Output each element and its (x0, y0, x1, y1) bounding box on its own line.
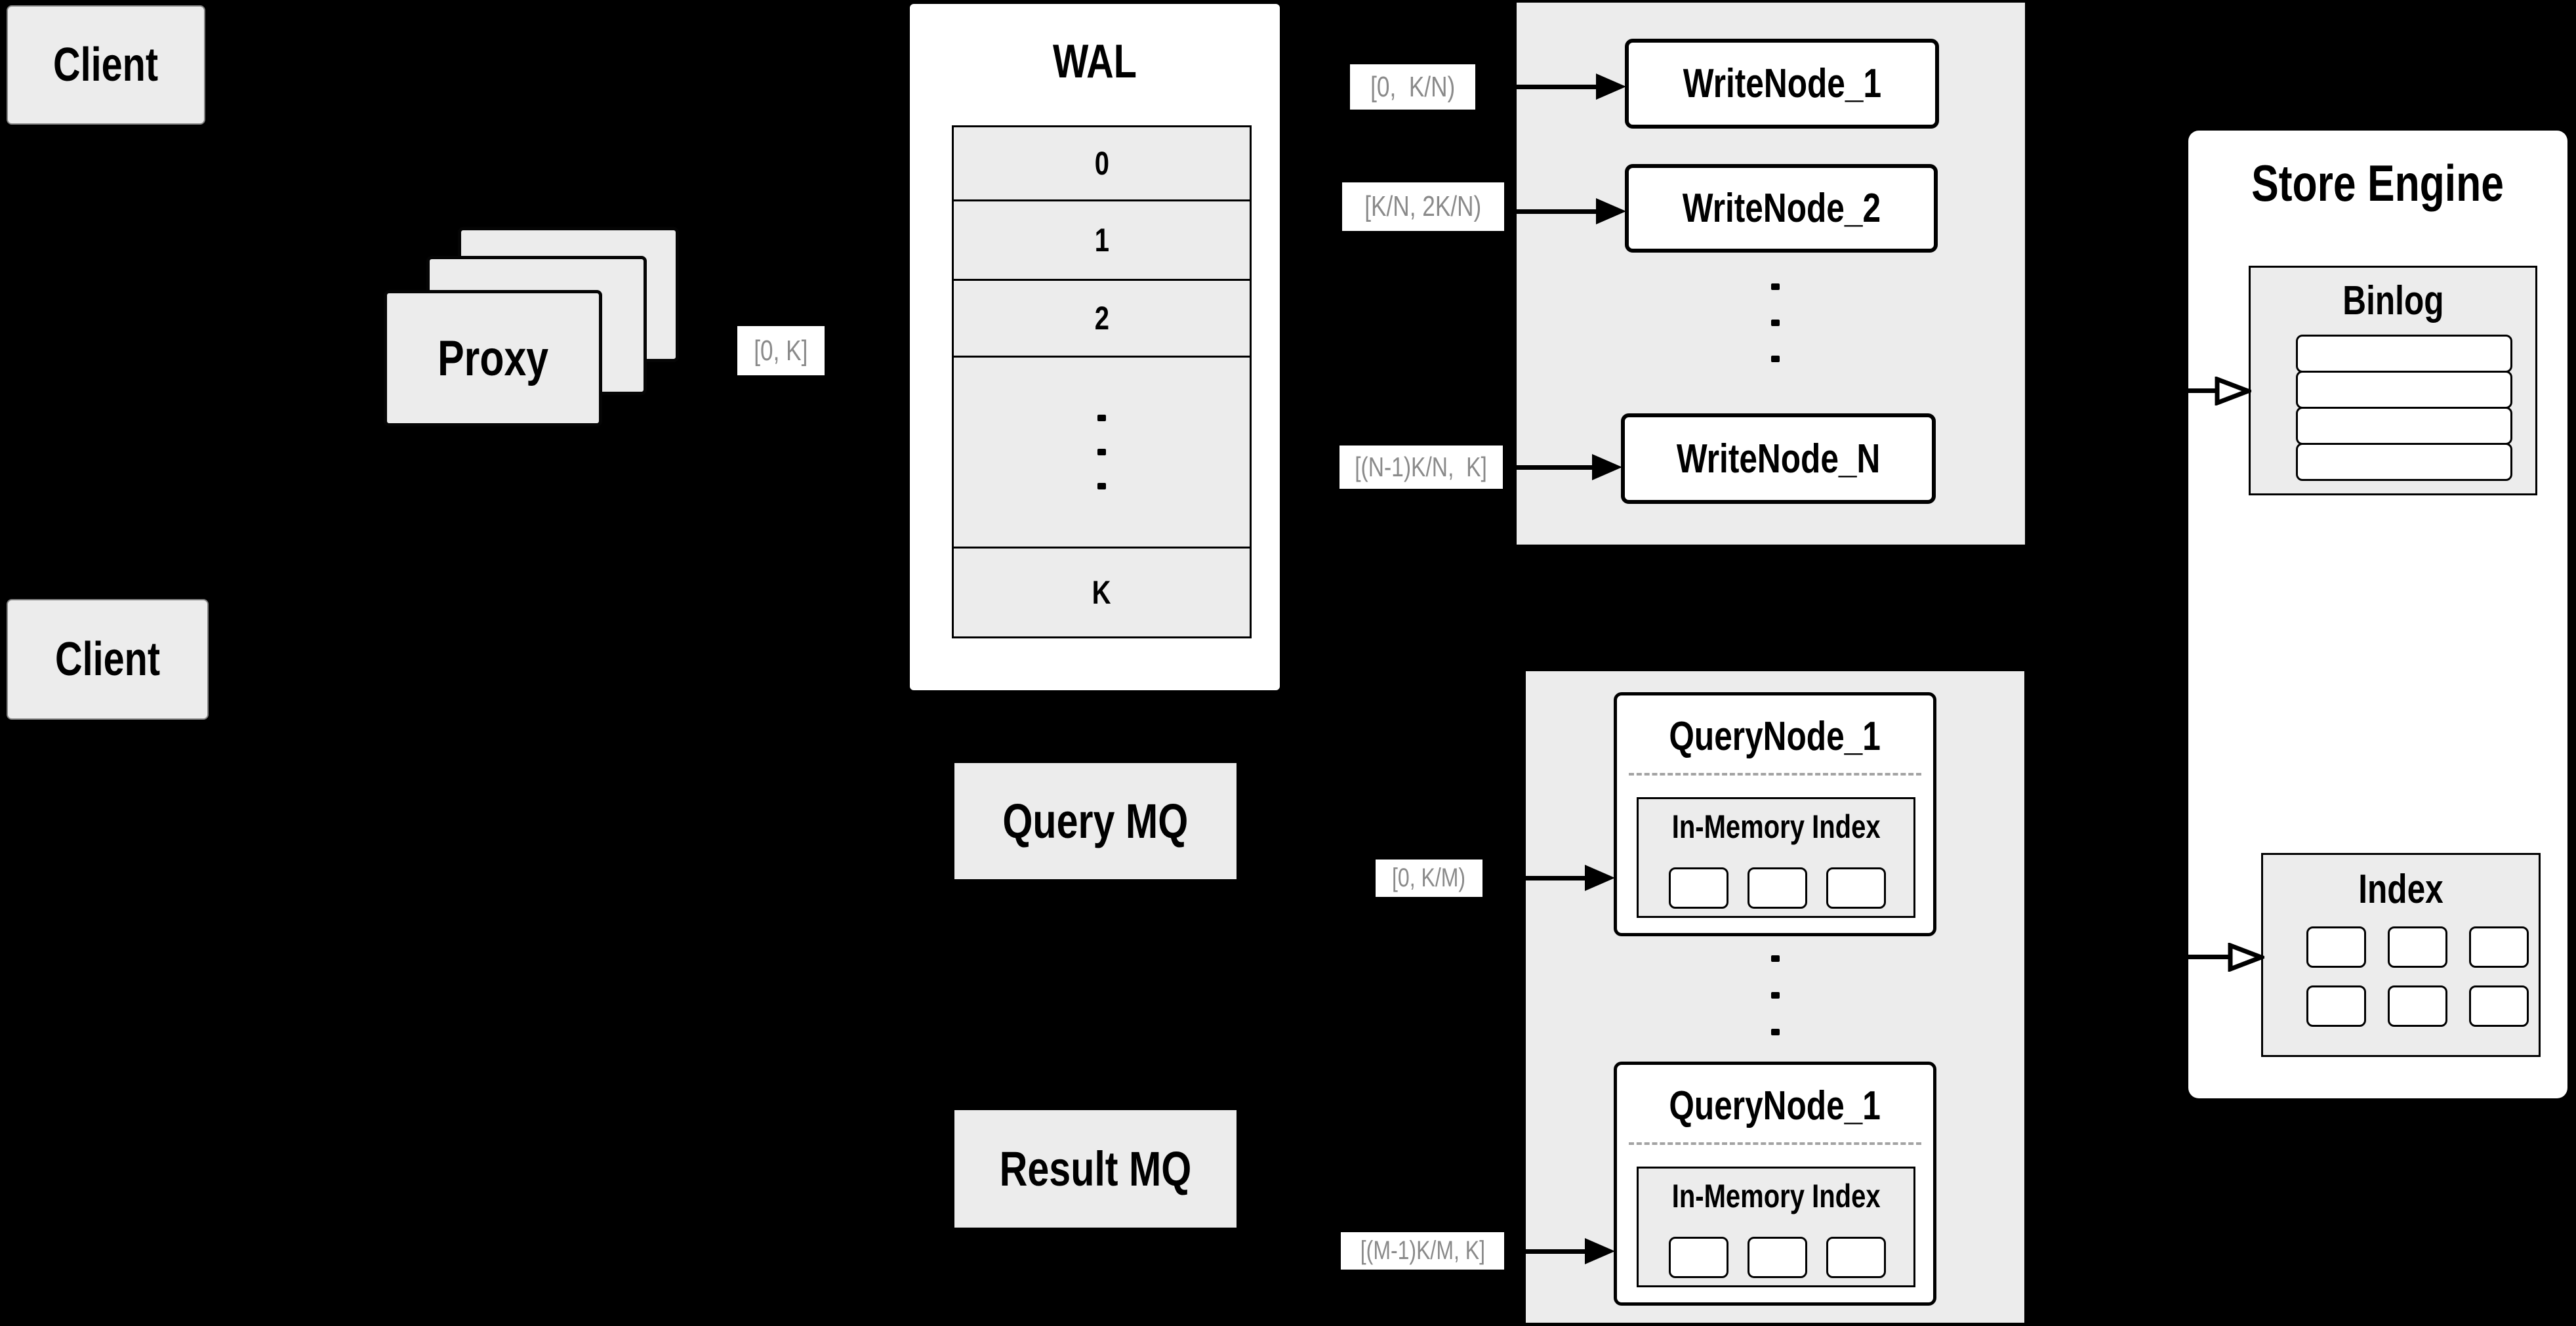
arrow-to-query-node-2 (1504, 1249, 1586, 1254)
write-node-ellipsis-dots (1771, 283, 1780, 362)
index-cells-row-2 (2306, 985, 2529, 1027)
query-node-1-title: QueryNode_1 (1669, 713, 1881, 759)
proxy-range-text: [0, K] (754, 334, 808, 367)
segment-cell (1748, 1237, 1807, 1278)
arrow-to-write-node-n (1503, 465, 1593, 470)
wal-row-ellipsis (954, 356, 1250, 547)
proxy-label: Proxy (437, 330, 548, 386)
index-cell (2306, 985, 2366, 1027)
client-bottom-label: Client (54, 633, 160, 686)
binlog-row (2296, 407, 2512, 445)
write-range-tag-3: [(N-1)K/N, K] (1339, 445, 1503, 489)
segment-cell (1669, 867, 1728, 909)
query-range-tag-2: [(M-1)K/M, K] (1341, 1232, 1504, 1270)
write-node-2-box: WriteNode_2 (1625, 164, 1938, 253)
binlog-title: Binlog (2342, 278, 2444, 323)
arrowhead-to-write-node-2 (1596, 198, 1626, 224)
query-node-1-box: QueryNode_1 In-Memory Index (1614, 692, 1936, 936)
hollow-arrowhead-binlog (2215, 377, 2251, 405)
in-memory-index-1-box: In-Memory Index (1637, 797, 1915, 918)
in-memory-index-2-title: In-Memory Index (1671, 1178, 1881, 1214)
write-range-tag-2: [K/N, 2K/N) (1342, 182, 1504, 231)
arrowhead-to-query-node-2 (1585, 1238, 1615, 1264)
client-top-label: Client (53, 39, 159, 91)
in-memory-index-2-box: In-Memory Index (1637, 1167, 1915, 1287)
query-node-ellipsis-dots (1771, 955, 1780, 1035)
query-range-tag-1: [0, K/M) (1376, 860, 1482, 897)
arrowhead-to-write-node-1 (1596, 73, 1626, 100)
index-cell (2388, 985, 2447, 1027)
arrowhead-to-query-node-1 (1585, 865, 1615, 891)
store-engine-panel: Store Engine Binlog Index (2188, 131, 2567, 1098)
wal-row-2: 2 (954, 279, 1250, 356)
index-cell (2306, 926, 2366, 968)
write-node-n-box: WriteNode_N (1621, 413, 1936, 504)
binlog-row (2296, 371, 2512, 409)
arrow-to-query-node-1 (1482, 876, 1586, 881)
segment-cell (1826, 867, 1886, 909)
arrow-to-binlog (2188, 388, 2217, 393)
wal-ellipsis-dots (1097, 415, 1106, 489)
wal-panel: WAL 0 1 2 K (910, 4, 1280, 690)
arrow-to-write-node-1 (1475, 85, 1597, 89)
segment-cell (1826, 1237, 1886, 1278)
wal-row-k: K (954, 547, 1250, 636)
index-cells-row-1 (2306, 926, 2529, 968)
hollow-arrowhead-index (2228, 943, 2264, 972)
proxy-card-front: Proxy (384, 290, 602, 426)
write-node-1-label: WriteNode_1 (1683, 61, 1881, 106)
in-memory-index-2-cells (1669, 1237, 1886, 1278)
binlog-row (2296, 443, 2512, 481)
in-memory-index-1-title: In-Memory Index (1671, 808, 1881, 845)
segment-cell (1669, 1237, 1728, 1278)
in-memory-index-1-cells (1669, 867, 1886, 909)
wal-title: WAL (1053, 35, 1137, 88)
binlog-rows (2296, 335, 2512, 481)
index-cell (2388, 926, 2447, 968)
client-top-box: Client (7, 5, 205, 125)
segment-cell (1748, 867, 1807, 909)
write-node-2-label: WriteNode_2 (1682, 186, 1881, 231)
index-box: Index (2261, 853, 2541, 1057)
arrow-to-index (2188, 955, 2230, 959)
proxy-range-tag: [0, K] (737, 326, 825, 375)
result-mq-box: Result MQ (954, 1110, 1237, 1228)
wal-row-1: 1 (954, 199, 1250, 279)
wal-row-0: 0 (1094, 145, 1109, 182)
binlog-row (2296, 335, 2512, 373)
write-node-1-box: WriteNode_1 (1625, 39, 1939, 129)
query-node-2-box: QueryNode_1 In-Memory Index (1614, 1062, 1936, 1306)
binlog-box: Binlog (2249, 266, 2537, 495)
query-node-2-divider (1629, 1142, 1921, 1145)
store-engine-title: Store Engine (2251, 154, 2504, 212)
write-range-tag-1: [0, K/N) (1350, 64, 1475, 110)
index-title: Index (2358, 866, 2443, 912)
arrowhead-to-write-node-n (1592, 454, 1622, 480)
query-node-1-divider (1629, 773, 1921, 776)
arrow-to-write-node-2 (1504, 209, 1597, 214)
query-node-2-title: QueryNode_1 (1669, 1083, 1881, 1129)
client-bottom-box: Client (7, 599, 209, 720)
index-cell (2469, 926, 2529, 968)
index-cell (2469, 985, 2529, 1027)
query-mq-box: Query MQ (954, 763, 1237, 879)
wal-table: 0 1 2 K (952, 125, 1252, 638)
write-node-n-label: WriteNode_N (1676, 436, 1881, 482)
